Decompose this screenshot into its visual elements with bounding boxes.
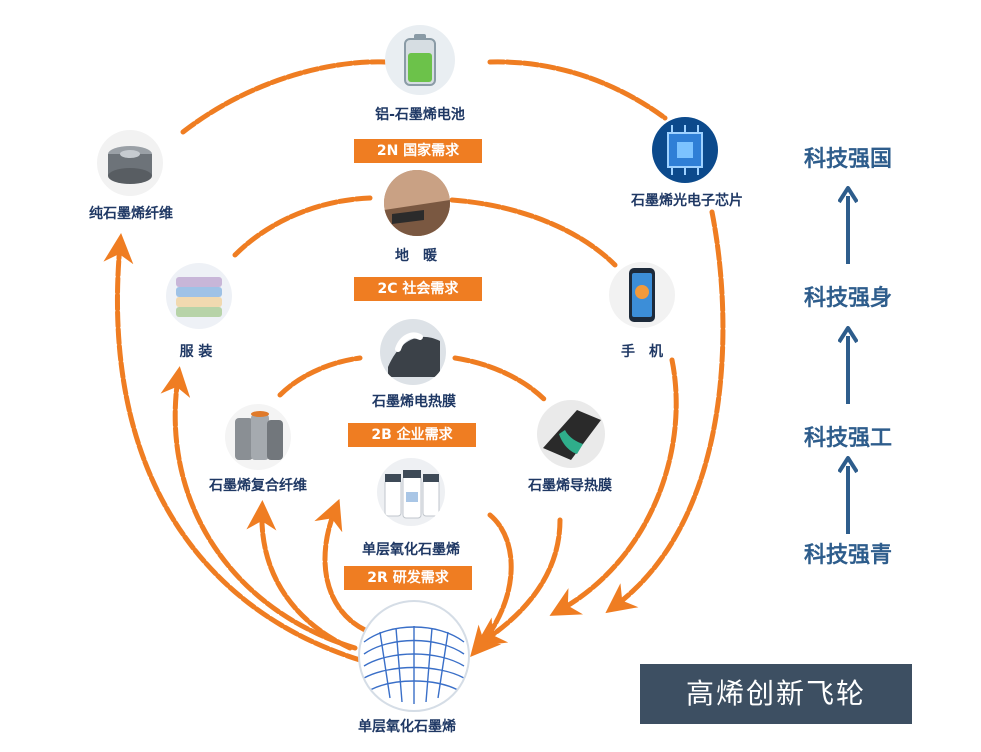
node-label-thermal-film: 石墨烯导热膜 (528, 478, 612, 494)
node-label-composite-fiber: 石墨烯复合纤维 (209, 478, 307, 494)
node-label-battery: 铝-石墨烯电池 (375, 107, 465, 123)
tier-tag-2b: 2B 企业需求 (348, 423, 476, 447)
tier-tag-2c: 2C 社会需求 (354, 277, 482, 301)
battery-icon (385, 25, 455, 95)
up-arrow-icon (838, 186, 858, 264)
phone-icon (609, 262, 675, 328)
node-label-oxide-top: 单层氧化石墨烯 (362, 542, 460, 558)
chip-icon (652, 117, 718, 183)
arrow-outer-left (103, 233, 363, 663)
arrow-2c-right-down (549, 357, 679, 616)
node-label-clothing: 服 装 (179, 344, 213, 360)
arrow-2c-right (449, 197, 618, 268)
arrow-2c-left (232, 195, 373, 258)
arrow-2b-right (452, 355, 548, 403)
arrow-2r-left (314, 498, 368, 633)
node-label-oxide-bottom: 单层氧化石墨烯 (358, 719, 456, 735)
tier-tag-2n: 2N 国家需求 (354, 139, 482, 163)
arrow-2r-right (470, 512, 514, 658)
arrow-2b-left (277, 355, 363, 398)
bottles-icon (377, 458, 445, 526)
up-arrow-icon (838, 326, 858, 404)
graphene-lattice-icon (358, 600, 470, 712)
ladder-level-3: 科技强工 (803, 426, 893, 451)
floor-icon (384, 170, 450, 236)
arrow-outer-top-right (487, 59, 668, 121)
shirt-stack-icon (166, 263, 232, 329)
arrow-outer-right (605, 209, 726, 614)
arrow-2c-left-up (160, 366, 358, 651)
up-arrow-icon (838, 456, 858, 534)
thermal-film-icon (537, 400, 605, 468)
film-icon (380, 319, 446, 385)
diagram-title: 高烯创新飞轮 (640, 664, 912, 724)
arrow-2b-left-up (246, 500, 353, 651)
node-label-chip: 石墨烯光电子芯片 (631, 193, 743, 209)
fiber-spool-icon (225, 404, 291, 470)
node-label-floor-heat: 地 暖 (395, 248, 437, 264)
ladder-level-1: 科技强国 (803, 147, 893, 172)
node-label-fiber-pure: 纯石墨烯纤维 (89, 206, 173, 222)
ladder-level-2: 科技强身 (803, 286, 893, 311)
node-label-phone: 手 机 (621, 344, 663, 360)
ladder-level-4: 科技强青 (803, 543, 893, 568)
graphite-cylinder-icon (97, 130, 163, 196)
arrow-outer-top-left (180, 59, 388, 135)
tier-tag-2r: 2R 研发需求 (344, 566, 472, 590)
node-label-heat-film: 石墨烯电热膜 (372, 394, 456, 410)
